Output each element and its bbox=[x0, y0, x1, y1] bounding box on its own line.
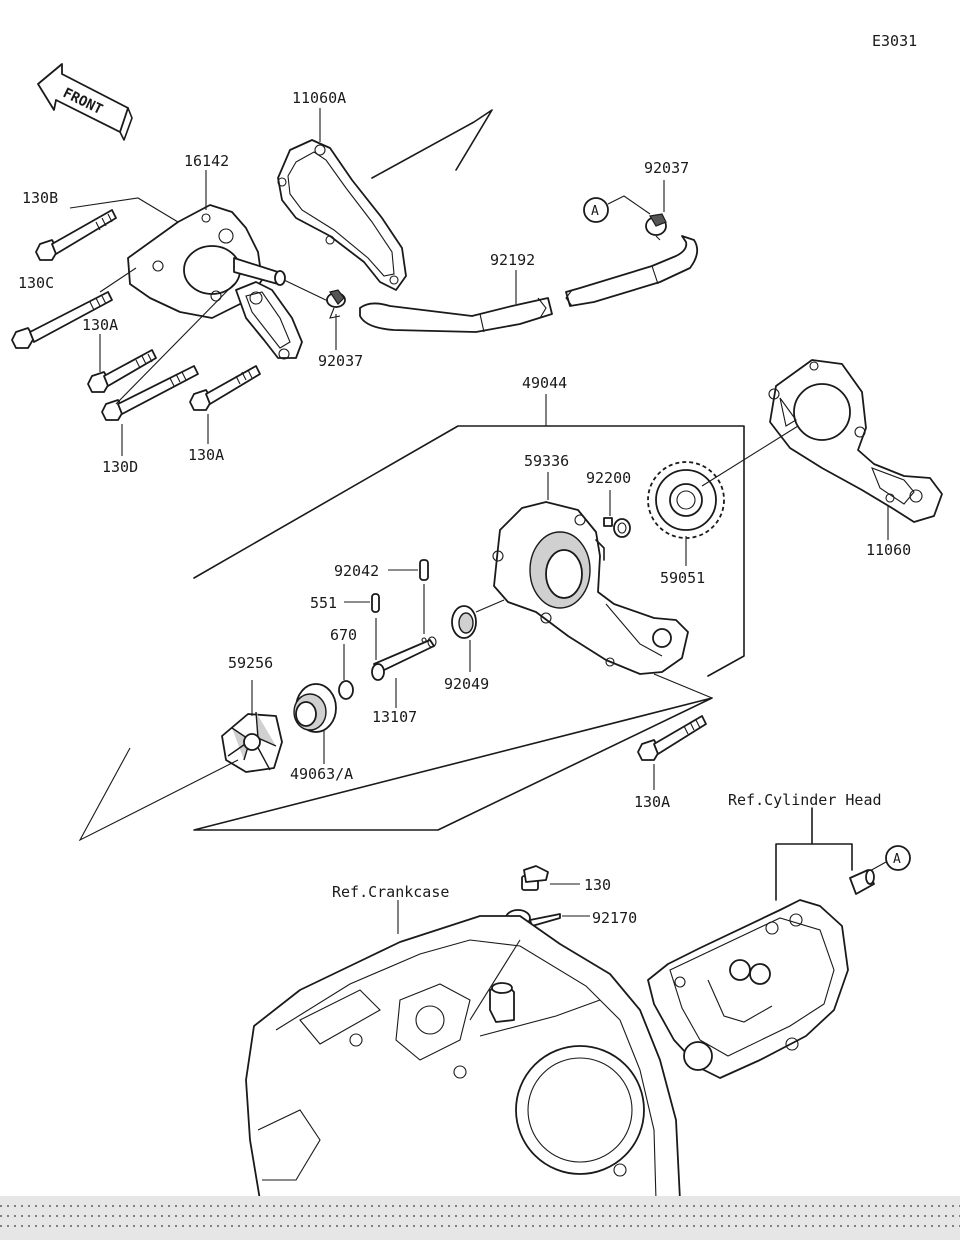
label-130D: 130D bbox=[102, 458, 138, 476]
label-130C: 130C bbox=[18, 274, 54, 292]
gasket-11060 bbox=[701, 359, 943, 540]
label-92037-right: 92037 bbox=[644, 159, 689, 177]
bolt-130D bbox=[101, 365, 199, 421]
gear-59051 bbox=[647, 461, 725, 566]
leader-pump-body bbox=[653, 673, 713, 699]
bolt-130C bbox=[11, 291, 113, 349]
bolt-130A-low bbox=[637, 715, 707, 790]
scan-noise-texture bbox=[0, 1205, 960, 1227]
callout-A-bottom: A bbox=[867, 845, 911, 873]
label-130A-mid: 130A bbox=[188, 446, 224, 464]
label-92200: 92200 bbox=[586, 469, 631, 487]
leaders-upper-left bbox=[69, 108, 337, 456]
ref-bracket-cylinder-head bbox=[775, 807, 853, 901]
gasket-11060A bbox=[277, 139, 407, 291]
seal-92049 bbox=[451, 599, 505, 672]
pump-cover-gasket bbox=[235, 281, 303, 360]
alignment-line-top bbox=[371, 109, 493, 179]
label-ref-cylinder-head: Ref.Cylinder Head bbox=[728, 791, 882, 809]
label-551: 551 bbox=[310, 594, 337, 612]
diagram-code: E3031 bbox=[872, 32, 917, 50]
callout-A-top-label: A bbox=[591, 204, 599, 219]
label-59256: 59256 bbox=[228, 654, 273, 672]
hose-92192 bbox=[359, 235, 699, 333]
front-arrow-icon: FRONT bbox=[37, 63, 133, 141]
label-49044: 49044 bbox=[522, 374, 567, 392]
pump-body-59336 bbox=[492, 501, 689, 675]
callout-A-bottom-label: A bbox=[893, 852, 901, 867]
clamp-92037-right bbox=[645, 213, 667, 241]
label-ref-crankcase: Ref.Crankcase bbox=[332, 883, 449, 901]
impeller-59256 bbox=[78, 680, 283, 842]
label-16142: 16142 bbox=[184, 152, 229, 170]
label-49063A: 49063/A bbox=[290, 765, 353, 783]
bolt-130A-top bbox=[87, 349, 157, 393]
label-92192: 92192 bbox=[490, 251, 535, 269]
label-11060A: 11060A bbox=[292, 89, 346, 107]
scan-noise-band bbox=[0, 1196, 960, 1240]
label-130A-top: 130A bbox=[82, 316, 118, 334]
label-670: 670 bbox=[330, 626, 357, 644]
mechanical-seal-49063A bbox=[293, 683, 337, 764]
label-92042: 92042 bbox=[334, 562, 379, 580]
label-130B: 130B bbox=[22, 189, 58, 207]
o-ring-670 bbox=[338, 644, 354, 700]
assembly-frame-49044 bbox=[193, 425, 745, 831]
label-92037-left: 92037 bbox=[318, 352, 363, 370]
shaft-13107 bbox=[371, 636, 437, 708]
fitting-cylinder-head bbox=[849, 869, 875, 895]
cylinder-head-ref bbox=[647, 899, 849, 1079]
label-11060: 11060 bbox=[866, 541, 911, 559]
bolt-130A-mid bbox=[189, 365, 261, 411]
crankcase-ref bbox=[245, 915, 681, 1201]
label-92170: 92170 bbox=[592, 909, 637, 927]
callout-A-top: A bbox=[583, 195, 651, 223]
pin-551 bbox=[344, 593, 380, 660]
label-13107: 13107 bbox=[372, 708, 417, 726]
bolt-130B bbox=[35, 209, 117, 261]
bolt-130 bbox=[521, 865, 580, 891]
label-130: 130 bbox=[584, 876, 611, 894]
label-59336: 59336 bbox=[524, 452, 569, 470]
pin-92042 bbox=[388, 559, 429, 634]
label-130A-low: 130A bbox=[634, 793, 670, 811]
label-59051: 59051 bbox=[660, 569, 705, 587]
label-92049: 92049 bbox=[444, 675, 489, 693]
clamp-92037-left bbox=[326, 289, 346, 319]
dowel-92200 bbox=[603, 490, 631, 538]
